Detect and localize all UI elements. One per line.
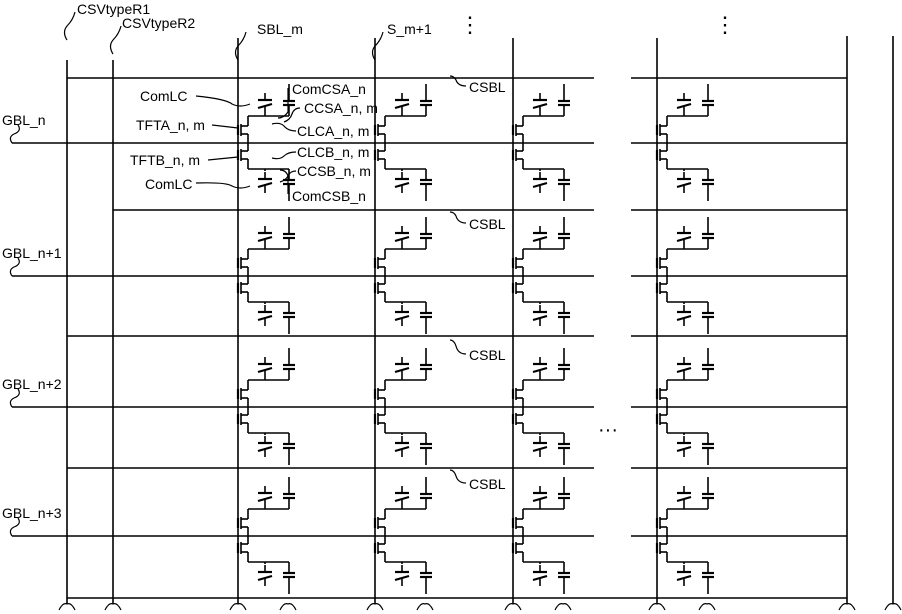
bottom-terminal-10 bbox=[699, 604, 715, 610]
leader-12 bbox=[450, 212, 466, 223]
bottom-terminal-7 bbox=[505, 604, 521, 610]
s-m1-label: S_m+1 bbox=[387, 21, 432, 37]
bottom-terminal-6 bbox=[417, 604, 433, 610]
leader-2 bbox=[212, 125, 238, 128]
clcb-label: CLCB_n, m bbox=[297, 144, 369, 160]
csv-type-r2-label: CSVtypeR2 bbox=[122, 15, 195, 31]
vertical-ellipsis-1: ⋮ bbox=[459, 12, 481, 37]
top-squiggle-3 bbox=[236, 32, 247, 60]
top-squiggle-4 bbox=[373, 32, 384, 60]
leader-6 bbox=[284, 108, 300, 122]
comlc-bottom-label: ComLC bbox=[145, 176, 192, 192]
bottom-terminal-12 bbox=[885, 604, 901, 610]
bottom-terminal-3 bbox=[230, 604, 246, 610]
bottom-terminal-9 bbox=[649, 604, 665, 610]
leader-4 bbox=[196, 183, 250, 188]
leader-14 bbox=[450, 470, 466, 483]
gbl-n3-label: GBL_n+3 bbox=[2, 505, 62, 521]
comlc-top-label: ComLC bbox=[140, 88, 187, 104]
csbl-label-row3: CSBL bbox=[469, 347, 506, 363]
leader-3 bbox=[208, 157, 238, 160]
bottom-terminal-2 bbox=[105, 604, 121, 610]
bottom-terminal-5 bbox=[367, 604, 383, 610]
clca-label: CLCA_n, m bbox=[297, 123, 369, 139]
bottom-terminal-11 bbox=[839, 604, 855, 610]
ccsb-label: CCSB_n, m bbox=[297, 163, 371, 179]
sbl-m-label: SBL_m bbox=[257, 21, 303, 37]
tftb-label: TFTB_n, m bbox=[130, 152, 200, 168]
csbl-label-row2: CSBL bbox=[469, 216, 506, 232]
gbl-n-label: GBL_n bbox=[2, 112, 46, 128]
top-squiggle-1 bbox=[65, 12, 76, 40]
csbl-label-row1: CSBL bbox=[469, 79, 506, 95]
leader-1 bbox=[196, 96, 250, 106]
gbl-n2-label: GBL_n+2 bbox=[2, 376, 62, 392]
gbl-n1-label: GBL_n+1 bbox=[2, 245, 62, 261]
vertical-ellipsis-2: ⋮ bbox=[714, 12, 736, 37]
ccsa-label: CCSA_n, m bbox=[304, 100, 378, 116]
bottom-terminal-1 bbox=[59, 604, 75, 610]
leader-5 bbox=[278, 88, 288, 118]
top-squiggle-2 bbox=[111, 26, 122, 54]
tfta-label: TFTA_n, m bbox=[136, 117, 205, 133]
leader-13 bbox=[450, 340, 466, 354]
comcsb-label: ComCSB_n bbox=[292, 188, 366, 204]
pixel-cells bbox=[238, 84, 714, 594]
leader-7 bbox=[272, 123, 296, 131]
csbl-label-row4: CSBL bbox=[469, 476, 506, 492]
leader-8 bbox=[272, 152, 296, 159]
horizontal-ellipsis: ··· bbox=[598, 419, 618, 441]
bottom-terminal-8 bbox=[555, 604, 571, 610]
comcsa-label: ComCSA_n bbox=[292, 81, 366, 97]
bottom-terminal-4 bbox=[280, 604, 296, 610]
